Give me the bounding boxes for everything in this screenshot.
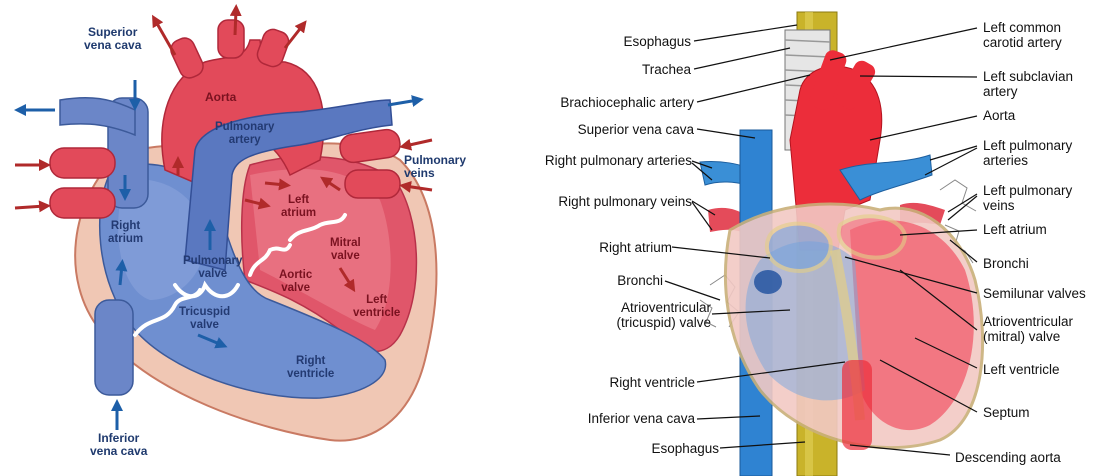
label-inferior-vena-cava-r: Inferior vena cava [588, 411, 695, 426]
label-right-atrium-r: Right atrium [599, 240, 672, 255]
label-superior-vena-cava: Superior vena cava [84, 26, 141, 52]
label-semilunar-valves: Semilunar valves [983, 286, 1086, 301]
inferior-vena-cava [95, 300, 133, 395]
label-right-ventricle: Right ventricle [287, 355, 334, 381]
label-left-pulmonary-veins: Left pulmonary veins [983, 183, 1072, 213]
label-left-ventricle: Left ventricle [353, 294, 400, 320]
label-pulmonary-valve: Pulmonary valve [183, 255, 242, 281]
label-left-common-carotid: Left common carotid artery [983, 20, 1062, 50]
label-esophagus-top: Esophagus [623, 34, 691, 49]
label-left-pulmonary-arteries: Left pulmonary arteries [983, 138, 1072, 168]
label-left-atrium: Left atrium [281, 194, 316, 220]
label-bronchi-left: Bronchi [617, 273, 663, 288]
label-descending-aorta: Descending aorta [955, 450, 1061, 465]
label-septum: Septum [983, 405, 1030, 420]
label-aortic-valve: Aortic valve [279, 269, 312, 295]
label-tricuspid-valve: Tricuspid valve [179, 306, 230, 332]
label-trachea: Trachea [642, 62, 691, 77]
label-right-atrium: Right atrium [108, 220, 143, 246]
label-av-mitral: Atrioventricular (mitral) valve [983, 314, 1073, 344]
label-left-subclavian: Left subclavian artery [983, 69, 1073, 99]
label-brachiocephalic-artery: Brachiocephalic artery [560, 95, 694, 110]
label-pulmonary-artery: Pulmonary artery [215, 121, 274, 147]
label-esophagus-bottom: Esophagus [651, 441, 719, 456]
right-heart-illustration [700, 12, 983, 476]
label-left-atrium-r: Left atrium [983, 222, 1047, 237]
label-right-pulmonary-arteries: Right pulmonary arteries [545, 153, 692, 168]
label-av-tricuspid: Atrioventricular (tricuspid) valve [616, 300, 711, 330]
label-mitral-valve: Mitral valve [330, 237, 361, 263]
label-aorta-r: Aorta [983, 108, 1015, 123]
left-heart-illustration [15, 10, 436, 441]
label-right-ventricle-r: Right ventricle [609, 375, 695, 390]
label-superior-vena-cava-r: Superior vena cava [578, 122, 694, 137]
label-right-pulmonary-veins: Right pulmonary veins [558, 194, 692, 209]
label-left-ventricle-r: Left ventricle [983, 362, 1060, 377]
label-pulmonary-veins: Pulmonary veins [404, 154, 466, 180]
label-aorta: Aorta [205, 91, 236, 104]
label-inferior-vena-cava: Inferior vena cava [90, 432, 147, 458]
label-bronchi-right: Bronchi [983, 256, 1029, 271]
